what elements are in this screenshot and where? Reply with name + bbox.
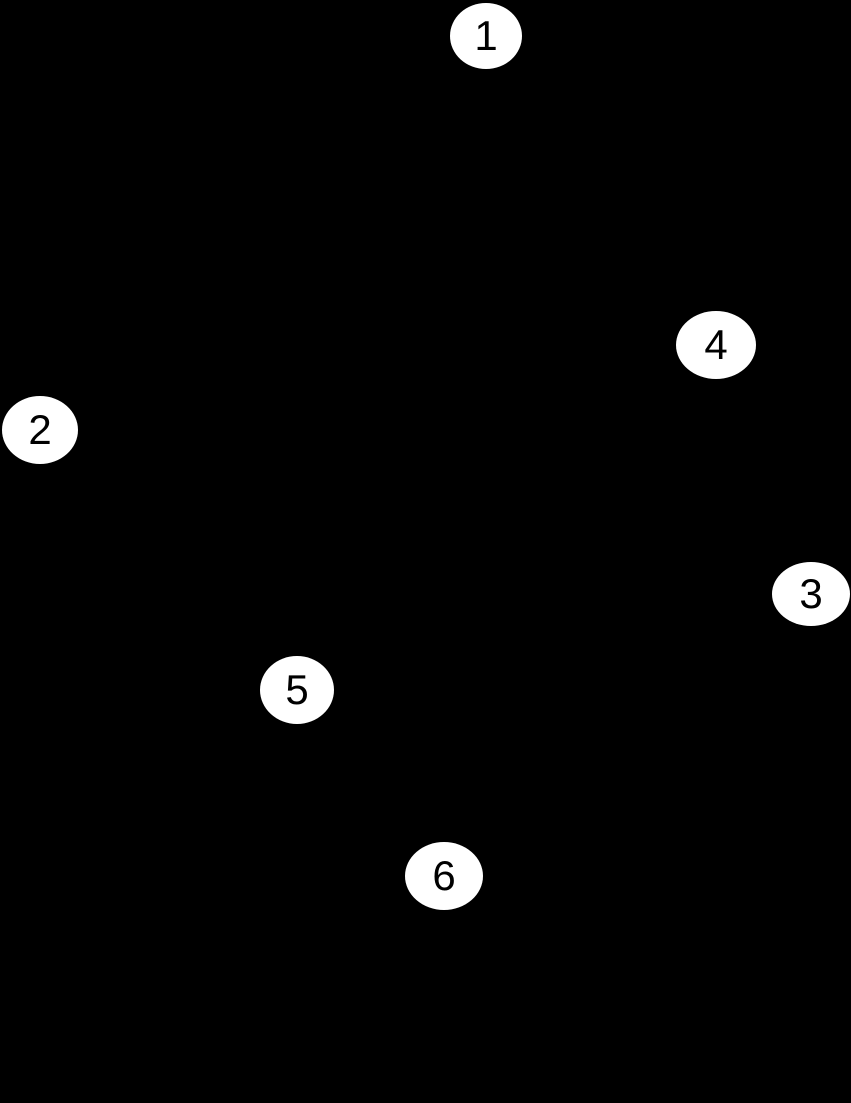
- graph-node-6: 6: [405, 842, 483, 910]
- graph-node-1: 1: [450, 3, 522, 69]
- graph-node-3: 3: [772, 562, 850, 626]
- graph-node-5: 5: [260, 656, 334, 724]
- graph-node-4: 4: [676, 311, 756, 379]
- graph-node-2: 2: [2, 396, 78, 464]
